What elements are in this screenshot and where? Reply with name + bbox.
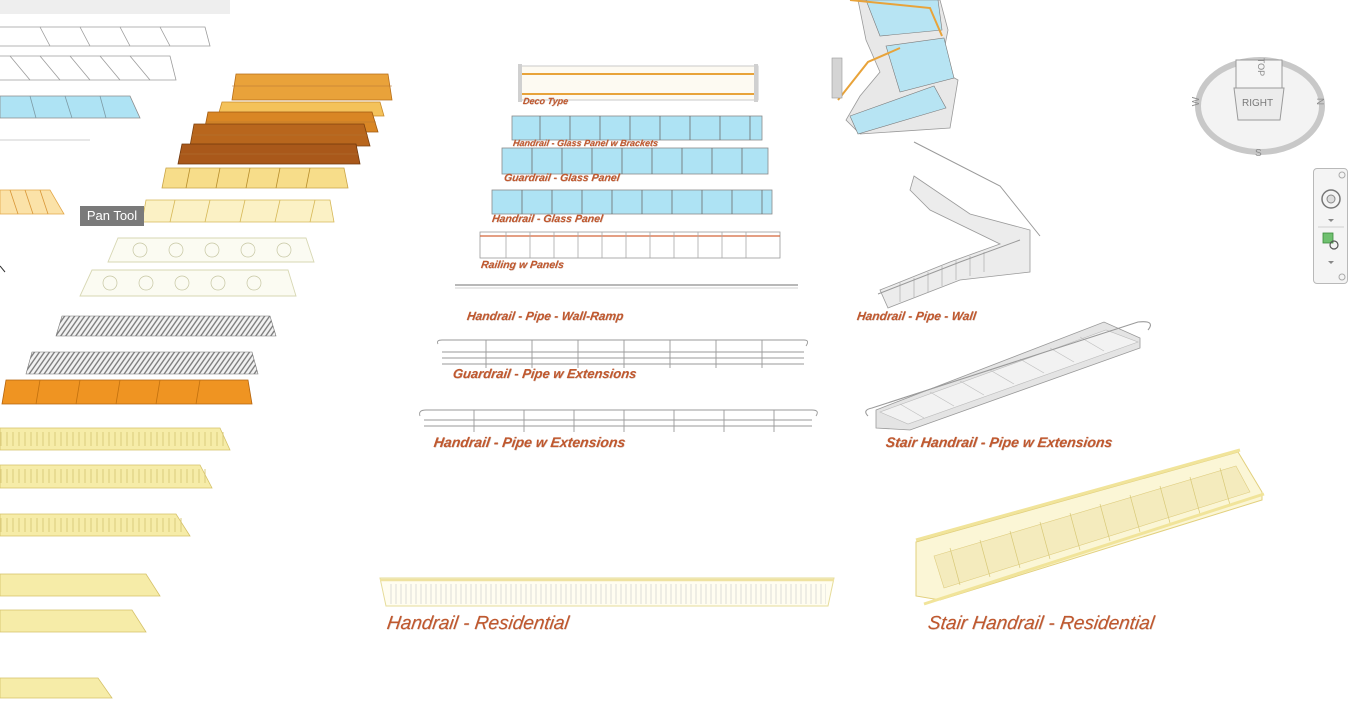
zoom-dropdown-icon[interactable] bbox=[1317, 256, 1345, 266]
label-guardrail-pipe-extensions: Guardrail - Pipe w Extensions bbox=[451, 366, 638, 381]
right-stairs-group bbox=[831, 0, 1265, 606]
label-handrail-glass-panel-brackets: Handrail - Glass Panel w Brackets bbox=[512, 138, 659, 148]
steering-wheel-button[interactable] bbox=[1317, 188, 1345, 212]
label-handrail-glass-panel: Handrail - Glass Panel bbox=[491, 213, 604, 225]
steering-wheel-dropdown-icon[interactable] bbox=[1317, 214, 1345, 224]
compass-west[interactable]: W bbox=[1191, 96, 1203, 107]
label-stair-handrail-residential: Stair Handrail - Residential bbox=[926, 613, 1156, 634]
label-railing-w-panels: Railing w Panels bbox=[480, 259, 565, 271]
viewcube[interactable]: TOP RIGHT W N S bbox=[1191, 50, 1328, 162]
left-railings-group bbox=[0, 0, 393, 699]
label-handrail-pipe-wall-ramp: Handrail - Pipe - Wall-Ramp bbox=[466, 309, 625, 323]
center-railings-group bbox=[379, 64, 835, 607]
label-handrail-residential: Handrail - Residential bbox=[385, 613, 571, 634]
compass-north[interactable]: N bbox=[1314, 97, 1326, 106]
label-deco-type: Deco Type bbox=[522, 96, 569, 106]
label-handrail-pipe-wall: Handrail - Pipe - Wall bbox=[856, 309, 978, 323]
label-stair-handrail-pipe-extensions: Stair Handrail - Pipe w Extensions bbox=[884, 434, 1114, 450]
pan-tool-tooltip: Pan Tool bbox=[80, 206, 144, 226]
label-handrail-pipe-extensions: Handrail - Pipe w Extensions bbox=[432, 434, 627, 450]
cube-icon[interactable] bbox=[1233, 59, 1285, 121]
label-guardrail-glass-panel: Guardrail - Glass Panel bbox=[503, 172, 621, 184]
navigation-bar bbox=[1313, 168, 1348, 284]
viewcube-right-face[interactable]: RIGHT bbox=[1242, 98, 1274, 109]
compass-south[interactable]: S bbox=[1255, 148, 1262, 159]
zoom-region-button[interactable] bbox=[1317, 231, 1345, 251]
viewcube-top-face[interactable]: TOP bbox=[1256, 57, 1267, 77]
